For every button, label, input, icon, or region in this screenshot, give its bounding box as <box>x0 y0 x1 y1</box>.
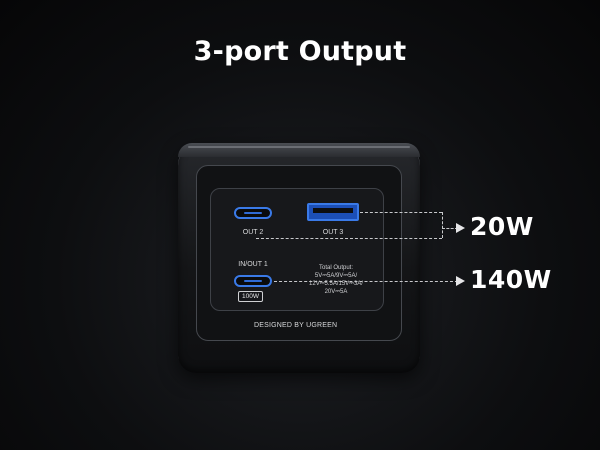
port-label-out3: OUT 3 <box>322 229 344 236</box>
callout-line-out2 <box>256 238 442 239</box>
usb-c-port-inout1[interactable] <box>234 275 272 287</box>
arrow-icon <box>456 223 465 233</box>
port-label-inout1: IN/OUT 1 <box>238 261 268 268</box>
callout-line-to-20w <box>442 228 458 229</box>
output-spec: Total Output: 5V⎓5A/9V⎓5A/ 12V⎓5.5A/15V⎓… <box>297 264 375 296</box>
callout-line-vertical <box>442 212 443 238</box>
port-label-out2: OUT 2 <box>242 229 264 236</box>
charger-top-rim <box>188 146 410 148</box>
callout-140w: 140W <box>470 265 552 294</box>
usb-a-port-out3[interactable] <box>307 203 359 221</box>
power-badge-100w: 100W <box>238 291 263 302</box>
spec-line: 20V⎓5A <box>324 289 348 295</box>
brand-text: DESIGNED BY UGREEN <box>254 322 338 329</box>
usb-c-port-out2[interactable] <box>234 207 272 219</box>
callout-line-out3 <box>360 212 442 213</box>
spec-line: 12V⎓5.5A/15V⎓3A/ <box>309 281 363 287</box>
page-title: 3-port Output <box>193 36 407 67</box>
callout-line-to-140w <box>274 281 458 282</box>
callout-20w: 20W <box>470 212 534 241</box>
spec-line: Total Output: <box>318 265 354 271</box>
charger-face-panel <box>196 165 402 341</box>
spec-line: 5V⎓5A/9V⎓5A/ <box>314 273 358 279</box>
arrow-icon <box>456 276 465 286</box>
